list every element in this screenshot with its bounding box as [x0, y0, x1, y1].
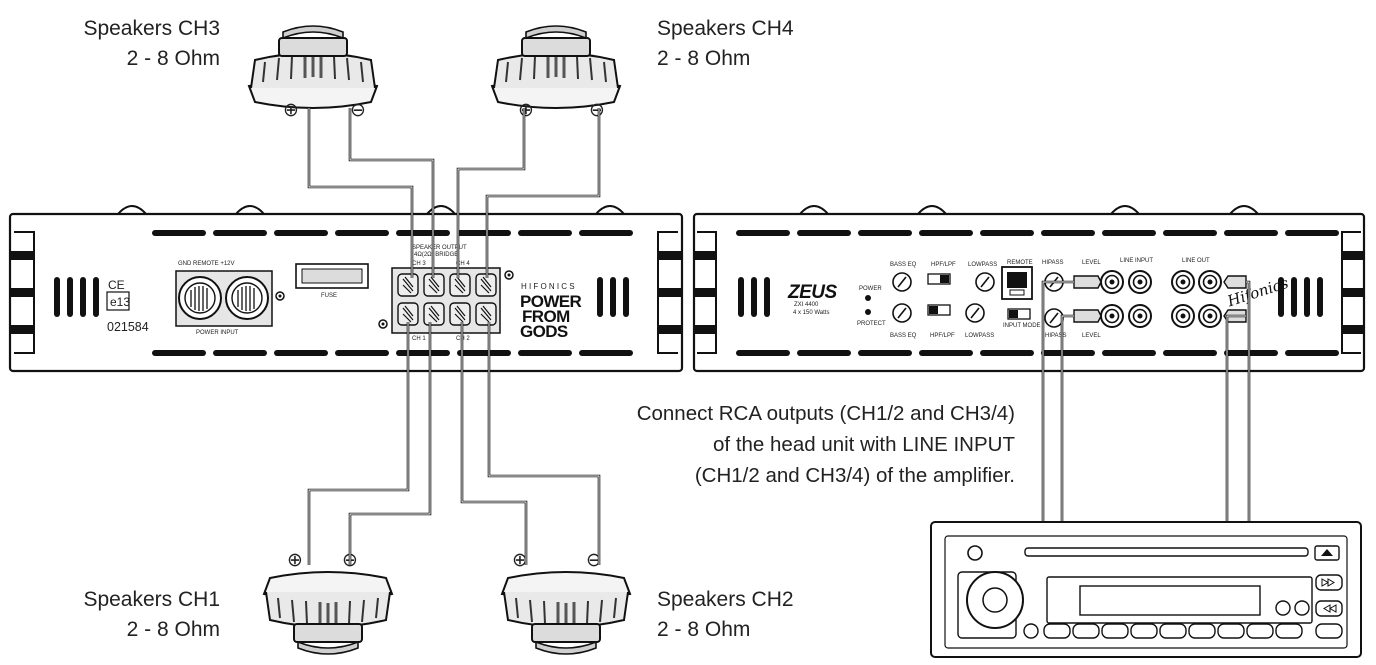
speaker-ch1: [262, 570, 394, 656]
power-symbols-label: GND REMOTE +12V: [178, 261, 235, 267]
line-input-rca-top-right: [1128, 270, 1152, 294]
caption-line-2: of the head unit with LINE INPUT: [713, 433, 1015, 456]
ch1-positive-terminal: ⊕: [287, 549, 303, 571]
line-input-rca-bottom-right: [1128, 304, 1152, 328]
rca-instruction-caption: Connect RCA outputs (CH1/2 and CH3/4) of…: [545, 398, 1015, 491]
speaker-ch1-impedance: 2 - 8 Ohm: [126, 618, 220, 641]
speaker-ch2-label: Speakers CH2 2 - 8 Ohm: [657, 585, 794, 645]
hipass-knob-bottom: [1044, 308, 1064, 328]
brand-power: POWER: [520, 292, 582, 311]
model-name: ZEUS: [787, 282, 838, 303]
line-out-rca-bottom-right: [1198, 304, 1222, 328]
speaker-ch2-name: Speakers CH2: [657, 588, 794, 611]
speaker-ch1-name: Speakers CH1: [83, 588, 220, 611]
protect-led-label: PROTECT: [857, 321, 886, 327]
preset-buttons: [1043, 623, 1343, 639]
brand-gods: GODS: [520, 322, 568, 341]
amplifier-power-side: GND REMOTE +12V POWER INPUT FUSE SPEAKER…: [8, 205, 684, 373]
line-out-rca-top-left: [1171, 270, 1195, 294]
label-line-out: LINE OUT: [1182, 258, 1210, 264]
speaker-ch2: [500, 570, 632, 656]
line-out-rca-bottom-left: [1171, 304, 1195, 328]
caption-line-1: Connect RCA outputs (CH1/2 and CH3/4): [636, 402, 1015, 425]
ch3-negative-terminal: ⊖: [350, 99, 366, 121]
line-out-rca-top-right: [1198, 270, 1222, 294]
label-input-mode: INPUT MODE: [1003, 323, 1041, 329]
amplifier-control-side: ZEUS ZXI 4400 4 x 150 Watts POWER PROTEC…: [692, 205, 1366, 373]
speaker-ch4-name: Speakers CH4: [657, 17, 794, 40]
label-lowpass-top: LOWPASS: [968, 262, 997, 268]
lowpass-knob-bottom: [965, 303, 985, 323]
e13-box: [106, 291, 130, 311]
lowpass-knob-top: [975, 272, 995, 292]
power-terminal: [178, 276, 222, 320]
label-hpf-lpf-top: HPF/LPF: [931, 262, 956, 268]
speaker-ch2-impedance: 2 - 8 Ohm: [657, 618, 751, 641]
hpf-lpf-switch-top: [927, 273, 951, 285]
speaker-ch3-name: Speakers CH3: [83, 17, 220, 40]
protect-led: [865, 309, 871, 315]
ground-terminal: [225, 276, 269, 320]
head-unit: [930, 521, 1362, 658]
caption-line-3: (CH1/2 and CH3/4) of the amplifier.: [694, 464, 1015, 487]
speaker-ch1-label: Speakers CH1 2 - 8 Ohm: [40, 585, 220, 645]
label-hpf-lpf-bottom: HPF/LPF: [930, 333, 955, 339]
ch3-label: CH 3: [412, 261, 426, 267]
e13-mark: e13: [110, 295, 130, 309]
speaker-output-sub: 4Ω(2Ω) BRIDGE: [414, 252, 458, 258]
bass-eq-knob-top: [892, 272, 912, 292]
speaker-output-label: SPEAKER OUTPUT: [412, 245, 467, 251]
brand-from: FROM: [522, 307, 570, 326]
ce-mark: CE: [108, 278, 125, 292]
line-input-rca-bottom-left: [1100, 304, 1124, 328]
label-bass-eq-top: BASS EQ: [890, 262, 917, 268]
cert-number: 021584: [107, 320, 149, 334]
power-led: [865, 295, 871, 301]
label-line-input: LINE INPUT: [1120, 258, 1153, 264]
speaker-ch3-impedance: 2 - 8 Ohm: [126, 47, 220, 70]
label-hipass-bottom: HIPASS: [1045, 333, 1067, 339]
label-lowpass-bottom: LOWPASS: [965, 333, 994, 339]
power-input-label: POWER INPUT: [196, 330, 239, 336]
cd-slot: [1024, 547, 1309, 557]
power-led-label: POWER: [859, 286, 882, 292]
speaker-ch4-label: Speakers CH4 2 - 8 Ohm: [657, 14, 794, 74]
speaker-ch3-label: Speakers CH3 2 - 8 Ohm: [40, 14, 220, 74]
ch2-positive-terminal: ⊕: [512, 549, 528, 571]
speaker-ch4-impedance: 2 - 8 Ohm: [657, 47, 751, 70]
speaker-ch4: [490, 24, 622, 110]
line-input-rca-top-left: [1100, 270, 1124, 294]
ch4-label: CH 4: [456, 261, 470, 267]
model-number: ZXI 4400: [794, 302, 819, 308]
power-rating: 4 x 150 Watts: [793, 310, 829, 316]
hifonics-small-label: HIFONICS: [521, 282, 577, 291]
ch4-negative-terminal: ⊖: [589, 99, 605, 121]
label-remote: REMOTE: [1007, 260, 1033, 266]
input-mode-switch: [1007, 308, 1031, 320]
bass-eq-knob-bottom: [892, 303, 912, 323]
display-window: [1079, 585, 1261, 616]
label-level-top: LEVEL: [1082, 260, 1101, 266]
speaker-ch3: [247, 24, 379, 110]
label-level-bottom: LEVEL: [1082, 333, 1101, 339]
head-unit-power-button: [967, 545, 983, 561]
ch3-positive-terminal: ⊕: [283, 99, 299, 121]
ch1-label: CH 1: [412, 336, 426, 342]
ch4-positive-terminal: ⊕: [518, 99, 534, 121]
fuse-label: FUSE: [321, 293, 337, 299]
hpf-lpf-switch-bottom: [927, 304, 951, 316]
label-bass-eq-bottom: BASS EQ: [890, 333, 917, 339]
label-hipass-top: HIPASS: [1042, 260, 1064, 266]
